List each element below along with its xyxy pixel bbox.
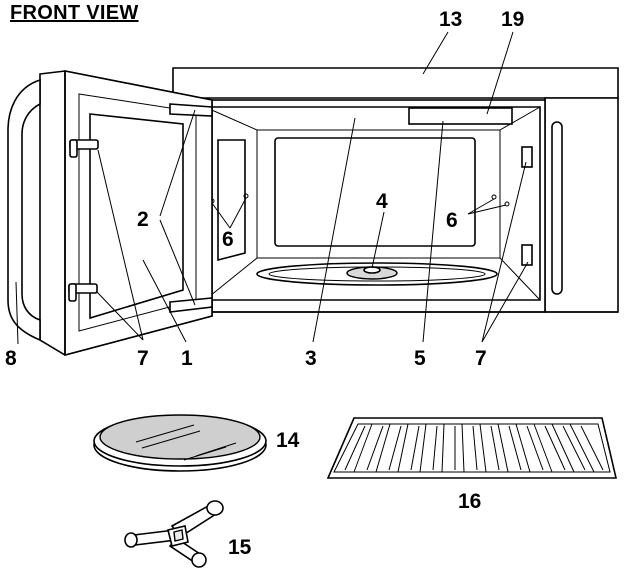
open-door bbox=[7, 70, 213, 357]
door-handle bbox=[7, 78, 41, 342]
page-title: FRONT VIEW bbox=[10, 2, 139, 24]
callout-16: 16 bbox=[458, 490, 481, 513]
callout-15: 15 bbox=[228, 536, 252, 559]
leader-lines bbox=[15, 31, 529, 345]
callout-7-right: 7 bbox=[475, 347, 487, 370]
callout-7-left: 7 bbox=[137, 347, 149, 370]
callout-6-left: 6 bbox=[222, 228, 234, 251]
light-panel bbox=[408, 107, 513, 125]
callout-14: 14 bbox=[276, 429, 300, 452]
turntable-tray bbox=[93, 414, 267, 472]
callout-1: 1 bbox=[181, 347, 193, 370]
callout-labels: 13 19 2 6 4 6 8 7 1 3 5 7 14 16 15 bbox=[5, 8, 524, 559]
callout-4: 4 bbox=[376, 190, 388, 213]
door-window bbox=[89, 113, 184, 320]
latch-hole-upper bbox=[521, 146, 533, 168]
callout-13: 13 bbox=[439, 8, 462, 31]
wire-rack bbox=[326, 417, 618, 479]
callout-8: 8 bbox=[5, 347, 17, 370]
roller-ring bbox=[124, 500, 224, 568]
callout-5: 5 bbox=[414, 347, 426, 370]
door-latch-hook-lower bbox=[68, 283, 98, 302]
callout-2: 2 bbox=[137, 208, 149, 231]
callout-19: 19 bbox=[501, 8, 524, 31]
callout-6-right: 6 bbox=[446, 209, 458, 232]
callout-3: 3 bbox=[305, 347, 317, 370]
oven-cavity bbox=[204, 106, 541, 301]
latch-hole-lower bbox=[521, 244, 533, 266]
door-latch-hook-upper bbox=[69, 139, 99, 158]
